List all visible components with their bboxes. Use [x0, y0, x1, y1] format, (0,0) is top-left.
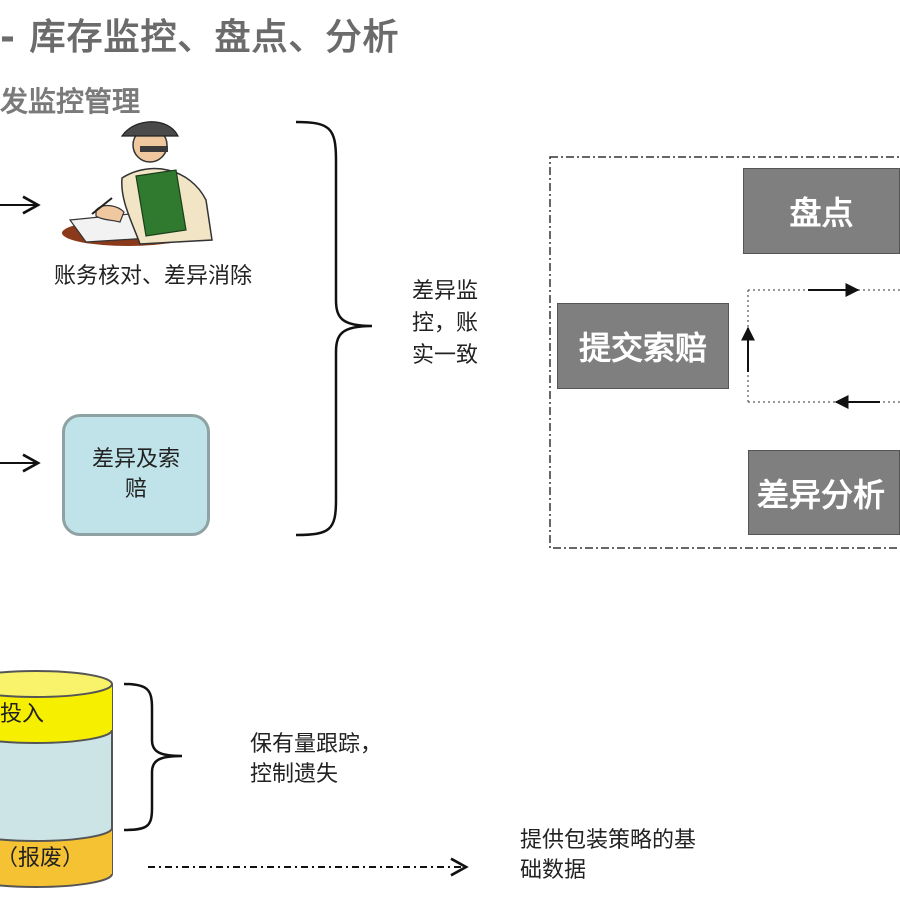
cylinder-top-label: 投入 — [0, 702, 45, 727]
submit-claim-box: 提交索赔 — [557, 303, 729, 389]
cycle-frame — [549, 156, 900, 549]
cylinder-note-line-1: 保有量跟踪， — [250, 732, 383, 757]
brace-note: 差异监 控，账 实一致 — [412, 276, 478, 372]
reconcile-label: 账务核对、差异消除 — [54, 264, 253, 289]
page-title: - 库存监控、盘点、分析 — [0, 17, 400, 58]
cylinder — [0, 670, 113, 888]
cylinder-bottom-label: （报废） — [0, 846, 85, 871]
brace-small — [123, 682, 183, 832]
brace-note-line-2: 控，账 — [412, 311, 479, 336]
inventory-count-box: 盘点 — [743, 168, 900, 254]
brace-note-line-1: 差异监 — [412, 279, 479, 304]
section-subtitle: 发监控管理 — [0, 85, 141, 118]
brace-note-line-3: 实一致 — [412, 343, 479, 368]
cylinder-note: 保有量跟踪， 控制遗失 — [250, 730, 382, 790]
bottom-note: 提供包装策略的基 础数据 — [520, 826, 696, 886]
bottom-note-line-2: 础数据 — [520, 858, 587, 883]
claim-box: 差异及索 赔 — [62, 414, 210, 536]
claim-box-line-1: 差异及索 — [91, 447, 180, 472]
variance-analysis-box: 差异分析 — [748, 450, 900, 535]
cylinder-note-line-2: 控制遗失 — [250, 762, 339, 787]
claim-box-line-2: 赔 — [124, 477, 147, 502]
bottom-note-line-1: 提供包装策略的基 — [520, 828, 697, 853]
brace-large — [295, 120, 373, 537]
clerk-illustration — [62, 121, 213, 246]
